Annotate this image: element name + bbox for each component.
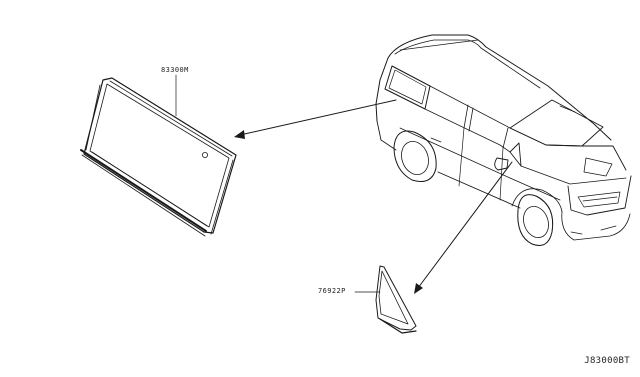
minivan-illustration bbox=[375, 34, 632, 246]
diagram-reference-code: J83000BT bbox=[584, 356, 630, 366]
part-number-front-corner-glass: 76922P bbox=[318, 287, 346, 295]
front-corner-glass-part bbox=[354, 265, 417, 334]
pointer-arrows bbox=[234, 99, 513, 294]
rear-side-glass-part bbox=[80, 74, 237, 237]
arrow-head-rear-glass bbox=[234, 130, 245, 139]
arrow-head-corner-glass bbox=[414, 283, 423, 294]
part-number-rear-side-glass: 83300M bbox=[161, 66, 189, 74]
